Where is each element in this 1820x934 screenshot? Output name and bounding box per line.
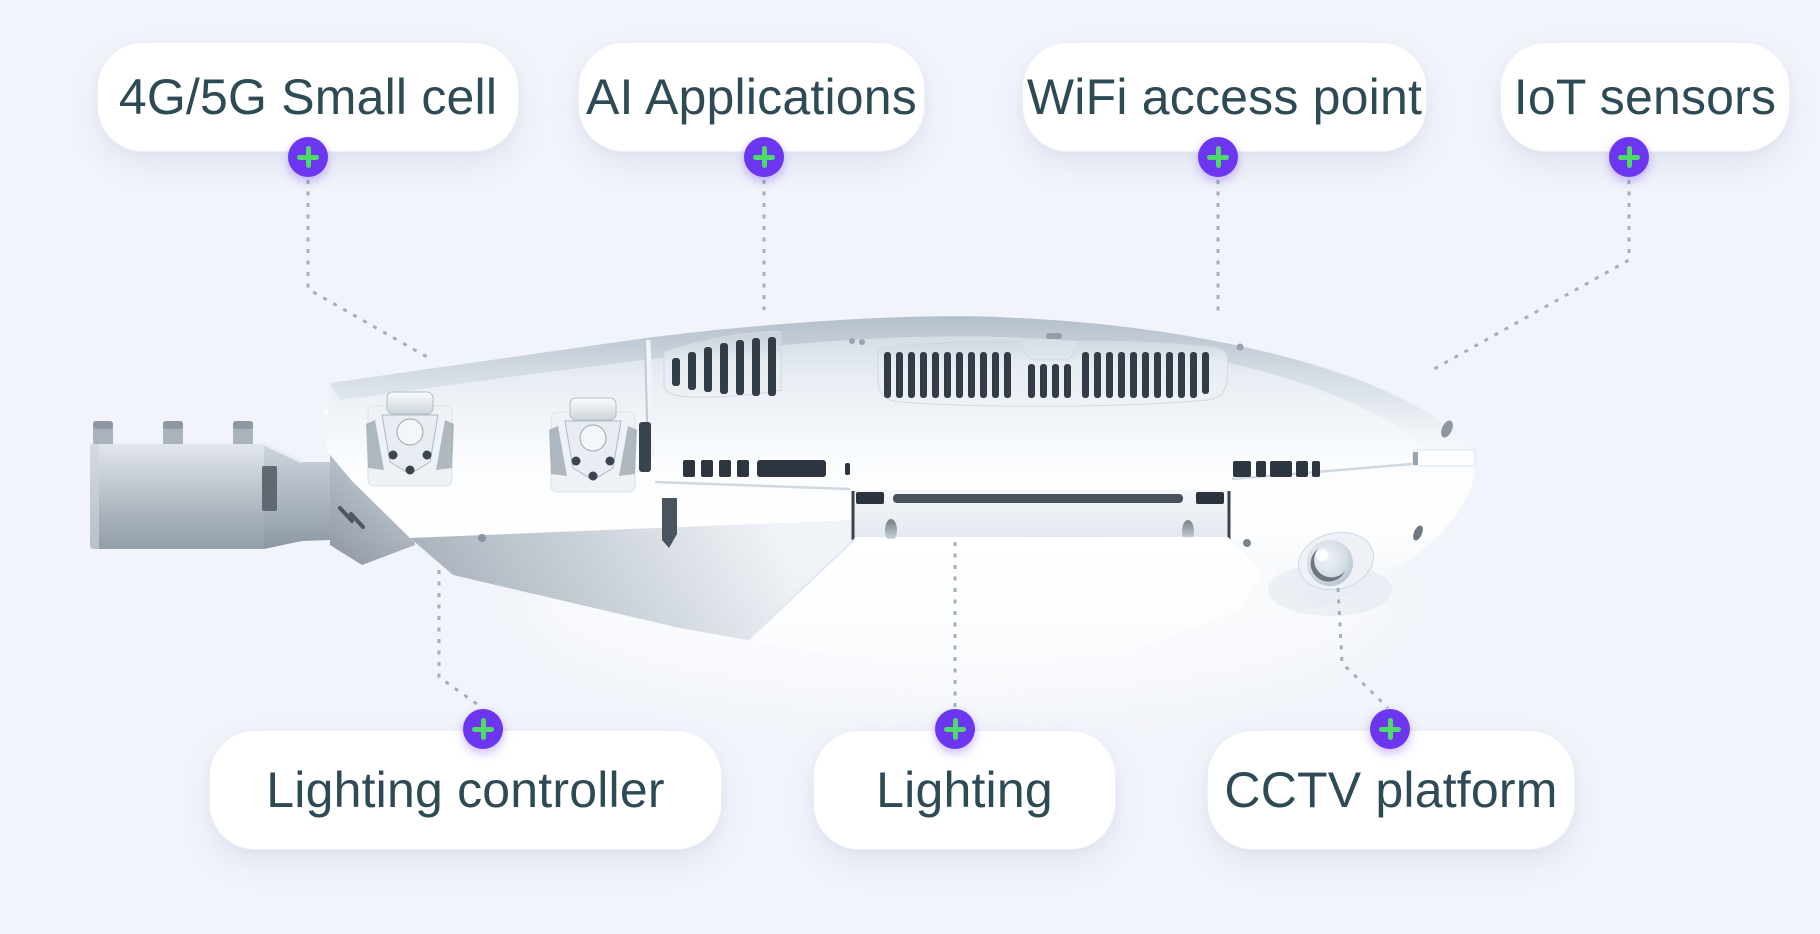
access-panel [748,537,1262,668]
callout-label: AI Applications [586,69,917,125]
callout-pill-4g5g-small-cell: 4G/5G Small cell [97,42,519,152]
seam-slot-lower [662,498,677,548]
callout-label: CCTV platform [1224,762,1558,818]
callout-label: Lighting controller [266,762,665,818]
callout-label: IoT sensors [1513,69,1777,125]
callout-label: 4G/5G Small cell [118,69,498,125]
arm-bolt-studs [93,421,253,447]
seam-slot-upper [639,422,651,472]
connector-iot-sensors [1433,180,1631,371]
latch-right [549,397,637,493]
housing-seam [645,339,655,459]
plus-button-ai-applications[interactable] [744,137,784,177]
plus-button-wifi-access-point[interactable] [1198,137,1238,177]
plus-button-4g5g-small-cell[interactable] [288,137,328,177]
plus-icon [1387,718,1393,740]
plus-icon [952,718,958,740]
callout-label: WiFi access point [1026,69,1423,125]
led-strip [893,494,1183,503]
plus-button-cctv-platform[interactable] [1370,709,1410,749]
callout-pill-iot-sensors: IoT sensors [1500,42,1790,152]
led-light-tray [851,490,1231,542]
plus-icon [305,146,311,168]
underside-chin-shading [410,520,855,640]
connector-4g5g-small-cell [306,180,428,359]
plus-icon [1215,146,1221,168]
plus-icon [761,146,767,168]
mounting-arm [90,421,330,549]
screw-dots [478,338,1453,547]
io-slot-row-right [1233,461,1320,477]
plus-button-lighting-controller[interactable] [463,709,503,749]
cctv-dome [1268,531,1392,616]
io-slot-row-left [683,460,850,477]
plus-button-lighting[interactable] [935,709,975,749]
main-vent-grille [877,333,1229,407]
plus-icon [480,718,486,740]
callout-label: Lighting [876,762,1053,818]
plus-icon [1626,146,1632,168]
grille-screw [1046,333,1062,339]
callout-pill-ai-applications: AI Applications [578,42,925,152]
small-vent-grille [663,330,782,398]
latch-left [366,391,454,487]
callout-pill-lighting: Lighting [813,730,1116,850]
connector-cctv-platform [1336,587,1390,710]
callout-pill-cctv-platform: CCTV platform [1207,730,1575,850]
hotspot-connectors [306,180,1631,710]
connector-lighting-controller [437,570,482,709]
nose-step [1412,449,1476,467]
arm-cable-notch [262,466,277,511]
callout-pill-wifi-access-point: WiFi access point [1022,42,1427,152]
plus-button-iot-sensors[interactable] [1609,137,1649,177]
callout-pill-lighting-controller: Lighting controller [209,730,722,850]
